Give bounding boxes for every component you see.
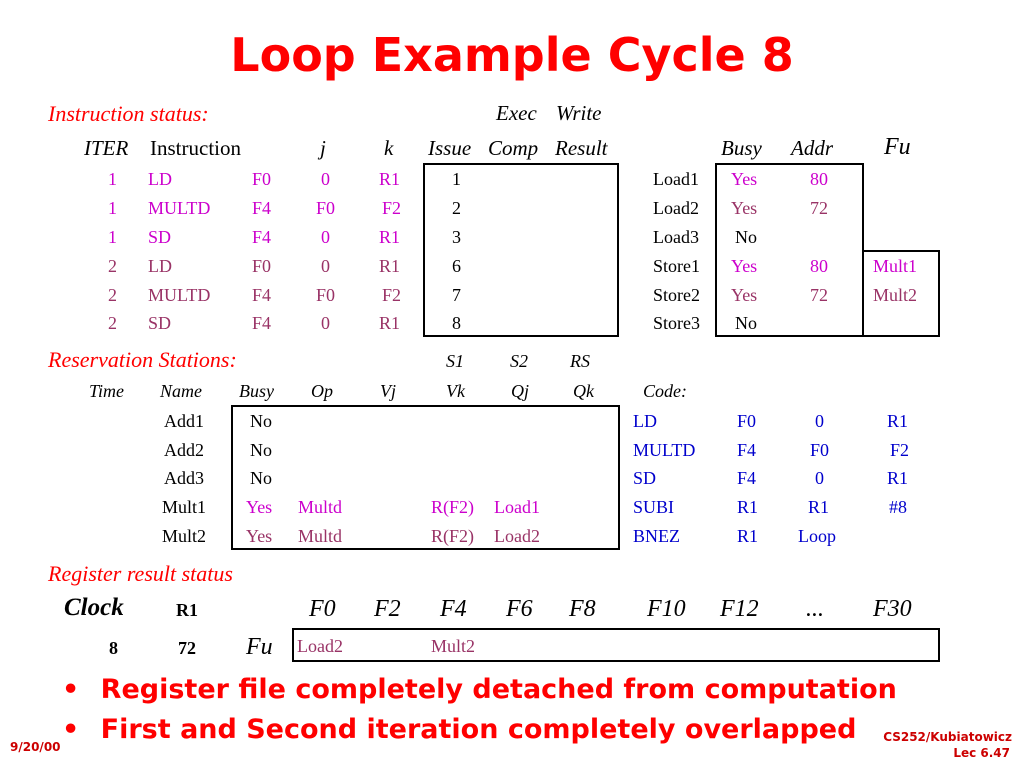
reservation-stations-label: Reservation Stations: [48, 347, 237, 372]
bullet-text: Register file completely detached from c… [100, 674, 897, 705]
instruction-status-label: Instruction status: [48, 101, 209, 126]
fu-row-label: Fu [246, 634, 273, 660]
s2-header: S2 [510, 351, 528, 371]
bullet-item: • Register file completely detached from… [62, 674, 897, 705]
result-header: Result [555, 136, 608, 160]
store-fu-box [862, 250, 940, 337]
register-fu-box [292, 628, 940, 662]
bullet-item: • First and Second iteration completely … [62, 714, 856, 745]
reservation-stations-box [231, 405, 620, 550]
comp-header: Comp [488, 136, 539, 160]
qj-header: Qj [511, 381, 529, 401]
write-header: Write [556, 101, 602, 125]
rs-header: RS [570, 351, 590, 371]
vk-header: Vk [446, 381, 465, 401]
instruction-header: Instruction [150, 136, 241, 160]
clock-label: Clock [64, 594, 124, 621]
bullet-text: First and Second iteration completely ov… [100, 714, 857, 745]
slide-title: Loop Example Cycle 8 [230, 28, 794, 82]
register-status-label: Register result status [48, 561, 233, 586]
r1-label: R1 [176, 600, 198, 620]
fu-header: Fu [884, 134, 911, 160]
busy-header: Busy [721, 136, 762, 160]
time-header: Time [89, 381, 125, 401]
j-header: j [320, 136, 326, 160]
exec-header: Exec [496, 101, 537, 125]
footer-lecture: Lec 6.47 [953, 746, 1010, 760]
clock-value: 8 [109, 638, 118, 658]
footer-course: CS252/Kubiatowicz [883, 730, 1012, 744]
instruction-status-box [423, 163, 619, 337]
s1-header: S1 [446, 351, 464, 371]
code-label: Code: [643, 381, 687, 401]
vj-header: Vj [380, 381, 396, 401]
rs-busy-header: Busy [239, 381, 274, 401]
r1-value: 72 [178, 638, 196, 658]
issue-header: Issue [428, 136, 472, 160]
k-header: k [384, 136, 394, 160]
qk-header: Qk [573, 381, 594, 401]
iter-header: ITER [84, 136, 129, 160]
op-header: Op [311, 381, 333, 401]
bullet-dot-icon: • [62, 674, 80, 705]
bullet-dot-icon: • [62, 714, 80, 745]
footer-date: 9/20/00 [10, 740, 61, 754]
addr-header: Addr [791, 136, 833, 160]
name-header: Name [160, 381, 202, 401]
